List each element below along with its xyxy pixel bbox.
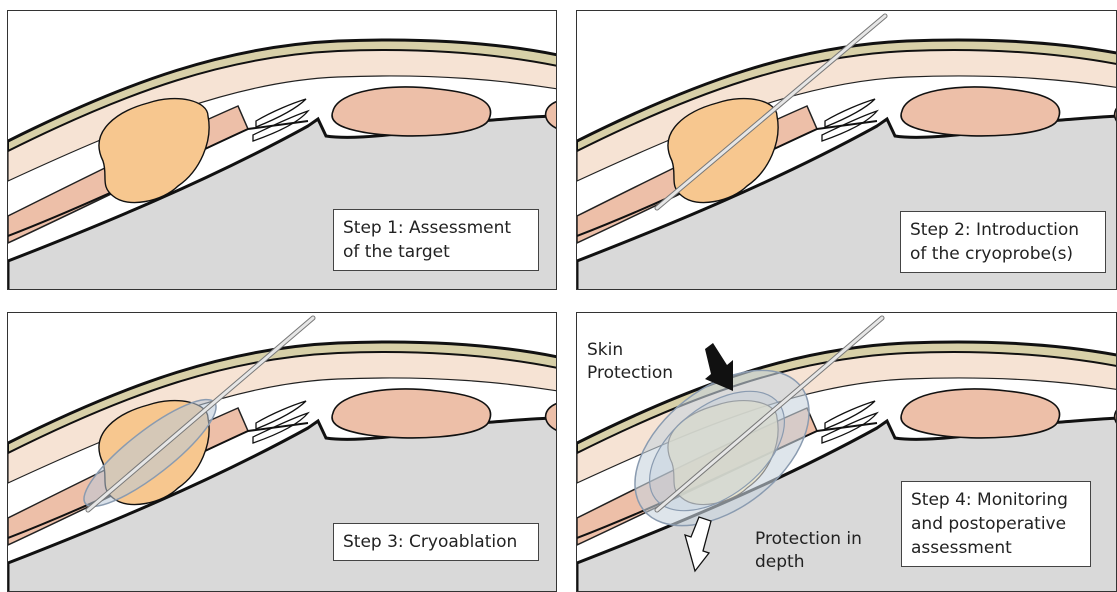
- cryoprobe-highlight: [657, 16, 885, 208]
- step-label: Step 2: Introduction of the cryoprobe(s): [900, 211, 1106, 273]
- step-label: Step 1: Assessment of the target: [333, 209, 539, 271]
- step-label-line: Step 3: Cryoablation: [343, 530, 529, 554]
- cryoprobe-highlight: [88, 318, 313, 510]
- step-label-line: Step 2: Introduction: [910, 218, 1096, 242]
- annotation-line: Skin: [587, 339, 673, 362]
- step-label: Step 4: Monitoring and postoperative ass…: [901, 481, 1091, 567]
- step-label-line: and postoperative: [911, 512, 1081, 536]
- step-label-line: assessment: [911, 536, 1081, 560]
- step-label-line: Step 1: Assessment: [343, 216, 529, 240]
- annotation-line: depth: [755, 551, 862, 574]
- step-label-line: of the target: [343, 240, 529, 264]
- annotation-line: Protection: [587, 362, 673, 385]
- step-label-line: Step 4: Monitoring: [911, 488, 1081, 512]
- panel-step-2: Step 2: Introduction of the cryoprobe(s): [576, 10, 1117, 290]
- panel-step-4: Skin Protection Protection in depth Step…: [576, 312, 1117, 592]
- skin-protection-arrow: [705, 343, 733, 391]
- panel-step-1: Step 1: Assessment of the target: [7, 10, 557, 290]
- annotation-line: Protection in: [755, 528, 862, 551]
- depth-protection-label: Protection in depth: [755, 528, 862, 574]
- skin-protection-label: Skin Protection: [587, 339, 673, 385]
- step-label-line: of the cryoprobe(s): [910, 242, 1096, 266]
- panel-step-3: Step 3: Cryoablation: [7, 312, 557, 592]
- tumor: [99, 99, 209, 203]
- step-label: Step 3: Cryoablation: [333, 523, 539, 561]
